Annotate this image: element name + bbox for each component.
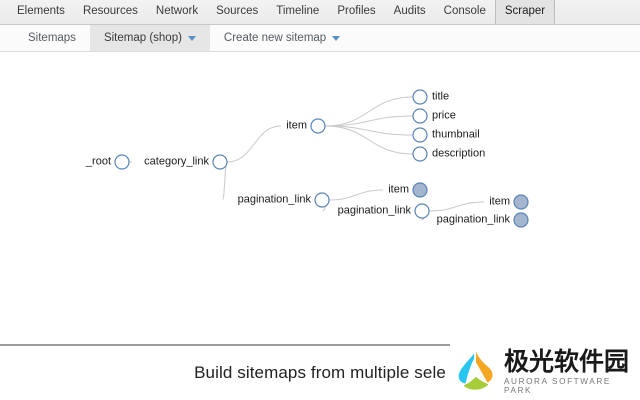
devtools-tab-network[interactable]: Network xyxy=(155,5,199,18)
tree-node-label-price[interactable]: price xyxy=(432,109,456,122)
scraper-tab-label: Create new sitemap xyxy=(223,32,327,44)
tree-node-pag3[interactable] xyxy=(513,212,529,228)
tree-edge xyxy=(428,201,485,212)
sitemap-tree-svg xyxy=(114,89,529,228)
tree-node-item2[interactable] xyxy=(412,182,428,198)
devtools-tab-sources[interactable]: Sources xyxy=(216,5,259,18)
devtools-tab-scraper[interactable]: Scraper xyxy=(494,0,556,24)
watermark-text: 极光软件园 AURORA SOFTWARE PARK xyxy=(504,346,640,396)
tree-node-pag1[interactable] xyxy=(314,192,330,208)
watermark-english: AURORA SOFTWARE PARK xyxy=(504,377,611,396)
tree-node-item1[interactable] xyxy=(310,118,326,134)
tree-node-label-item3[interactable]: item xyxy=(489,195,510,208)
tree-node-price[interactable] xyxy=(412,108,428,124)
devtools-tab-elements[interactable]: Elements xyxy=(17,5,65,18)
tree-node-thumbnail[interactable] xyxy=(412,127,428,143)
chevron-down-icon[interactable] xyxy=(187,35,196,41)
tree-node-item3[interactable] xyxy=(513,194,529,210)
tree-edge xyxy=(324,125,414,155)
scraper-tab-label: Sitemaps xyxy=(28,32,76,44)
tree-edge xyxy=(226,125,282,163)
tree-node-label-item1[interactable]: item xyxy=(286,119,307,132)
tree-node-label-thumbnail[interactable]: thumbnail xyxy=(432,128,480,141)
devtools-tab-audits[interactable]: Audits xyxy=(393,5,426,18)
tree-node-label-title[interactable]: title xyxy=(432,90,450,103)
tree-node-pag2[interactable] xyxy=(414,203,430,219)
bottom-divider xyxy=(0,344,640,346)
scraper-tab-sitemap-shop[interactable]: Sitemap (shop) xyxy=(89,25,210,51)
tree-node-label-root[interactable]: _root xyxy=(85,155,111,168)
tree-edge xyxy=(328,189,384,201)
tree-node-label-item2[interactable]: item xyxy=(388,183,409,196)
watermark-overlay: 极光软件园 AURORA SOFTWARE PARK xyxy=(450,344,640,400)
devtools-tab-strip: Elements Resources Network Sources Timeline P… xyxy=(0,0,640,25)
tree-node-label-pag1[interactable]: pagination_link xyxy=(237,193,311,206)
tree-node-label-description[interactable]: description xyxy=(432,147,486,160)
tree-node-label-pag2[interactable]: pagination_link xyxy=(337,204,411,217)
caption-text: Build sitemaps from multiple sele xyxy=(194,363,446,382)
tree-node-label-category_link[interactable]: category_link xyxy=(144,155,209,168)
aurora-logo-icon xyxy=(458,351,493,390)
scraper-tab-sitemaps[interactable]: Sitemaps xyxy=(14,25,90,51)
tree-edge xyxy=(324,115,414,127)
scraper-toolbar: Sitemaps Sitemap (shop) Create new sitemap xyxy=(0,25,640,52)
scraper-tab-label: Sitemap (shop) xyxy=(103,32,182,44)
scraper-tab-create-new-sitemap[interactable]: Create new sitemap xyxy=(210,25,354,51)
tree-node-description[interactable] xyxy=(412,146,428,162)
chevron-down-icon[interactable] xyxy=(332,35,341,41)
tree-edge xyxy=(324,125,414,136)
watermark-chinese: 极光软件园 xyxy=(504,346,630,376)
tree-node-label-pag3[interactable]: pagination_link xyxy=(436,213,510,226)
devtools-tab-resources[interactable]: Resources xyxy=(82,5,138,18)
tree-edge xyxy=(324,96,414,127)
devtools-tab-console[interactable]: Console xyxy=(443,5,486,18)
tree-node-root[interactable] xyxy=(114,154,130,170)
devtools-tab-timeline[interactable]: Timeline xyxy=(276,5,320,18)
tree-node-category_link[interactable] xyxy=(212,154,228,170)
tree-node-title[interactable] xyxy=(412,89,428,105)
devtools-tab-profiles[interactable]: Profiles xyxy=(337,5,376,18)
